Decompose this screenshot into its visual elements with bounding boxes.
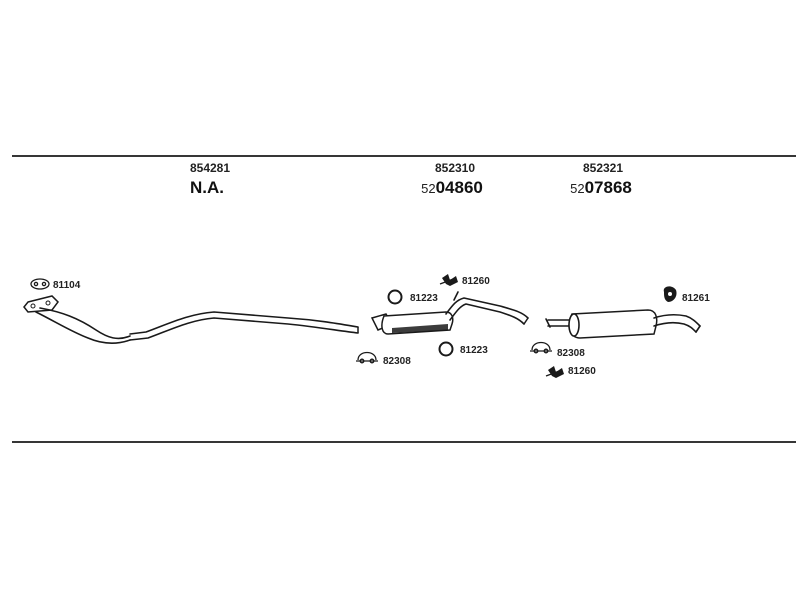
center-silencer-assembly <box>370 291 529 335</box>
section-3-reference: 5207868 <box>570 178 632 197</box>
ring-lower-part-number: 81223 <box>460 345 488 356</box>
clamp-left-callout: 82308 <box>356 351 411 367</box>
hanger-mid-callout: 81260 <box>439 274 490 287</box>
hanger-mid-part-number: 81260 <box>462 276 490 287</box>
rubber-mount-part-number: 81261 <box>682 293 710 304</box>
rear-silencer-assembly <box>545 309 701 339</box>
section-1-reference: N.A. <box>190 178 224 197</box>
front-pipe-run-lower-edge <box>129 317 359 341</box>
rubber-mount-icon <box>663 286 677 302</box>
section-2-reference-main: 04860 <box>436 178 483 197</box>
section-2-reference-prefix: 52 <box>421 181 435 196</box>
front-pipe-flange <box>23 295 59 313</box>
rear-silencer-inlet-end <box>545 318 551 328</box>
front-pipe-branch-upper <box>39 307 131 340</box>
front-pipe-branch-lower <box>35 311 131 344</box>
center-silencer-bracket <box>453 291 459 301</box>
ring-lower-callout: 81223 <box>438 341 488 357</box>
front-pipe-flange-hole-left <box>30 303 36 309</box>
front-pipe-flange-hole-right <box>45 300 51 306</box>
rear-silencer-tailpipe-upper <box>653 313 701 327</box>
center-silencer-outlet-cap <box>523 317 529 325</box>
ring-upper-callout: 81223 <box>387 289 438 305</box>
center-silencer-shading <box>392 324 448 333</box>
section-2-reference: 5204860 <box>421 178 483 197</box>
clamp-right-callout: 82308 <box>530 341 585 359</box>
hanger-mid-icon <box>439 274 458 286</box>
center-silencer-outlet-upper <box>445 297 529 319</box>
rear-silencer-body <box>568 309 658 339</box>
gasket-callout: 81104 <box>30 278 81 291</box>
ring-upper-part-number: 81223 <box>410 293 438 304</box>
front-pipe <box>23 295 359 344</box>
clamp-left-part-number: 82308 <box>383 356 411 367</box>
rear-silencer-front-cap <box>568 313 580 337</box>
rear-silencer-tailpipe-end <box>695 325 701 333</box>
center-silencer-outlet-lower <box>449 303 525 325</box>
section-3-part-number: 852321 <box>583 161 623 175</box>
ring-lower-icon <box>438 341 454 357</box>
clamp-right-icon <box>530 341 552 354</box>
hanger-right-icon <box>545 366 564 378</box>
hanger-right-part-number: 81260 <box>568 366 596 377</box>
section-3-reference-prefix: 52 <box>570 181 584 196</box>
clamp-left-icon <box>356 351 378 364</box>
gasket-icon <box>30 278 50 290</box>
gasket-part-number: 81104 <box>53 280 81 291</box>
section-2-part-number: 852310 <box>435 161 475 175</box>
clamp-right-part-number: 82308 <box>557 348 585 359</box>
rubber-mount-callout: 81261 <box>663 286 710 304</box>
section-1-part-number: 854281 <box>190 161 230 175</box>
section-3-reference-main: 07868 <box>585 178 632 197</box>
rear-silencer-tailpipe-lower <box>653 321 697 333</box>
hanger-right-callout: 81260 <box>545 366 596 378</box>
front-pipe-run-upper-edge <box>129 311 359 335</box>
ring-upper-icon <box>387 289 403 305</box>
